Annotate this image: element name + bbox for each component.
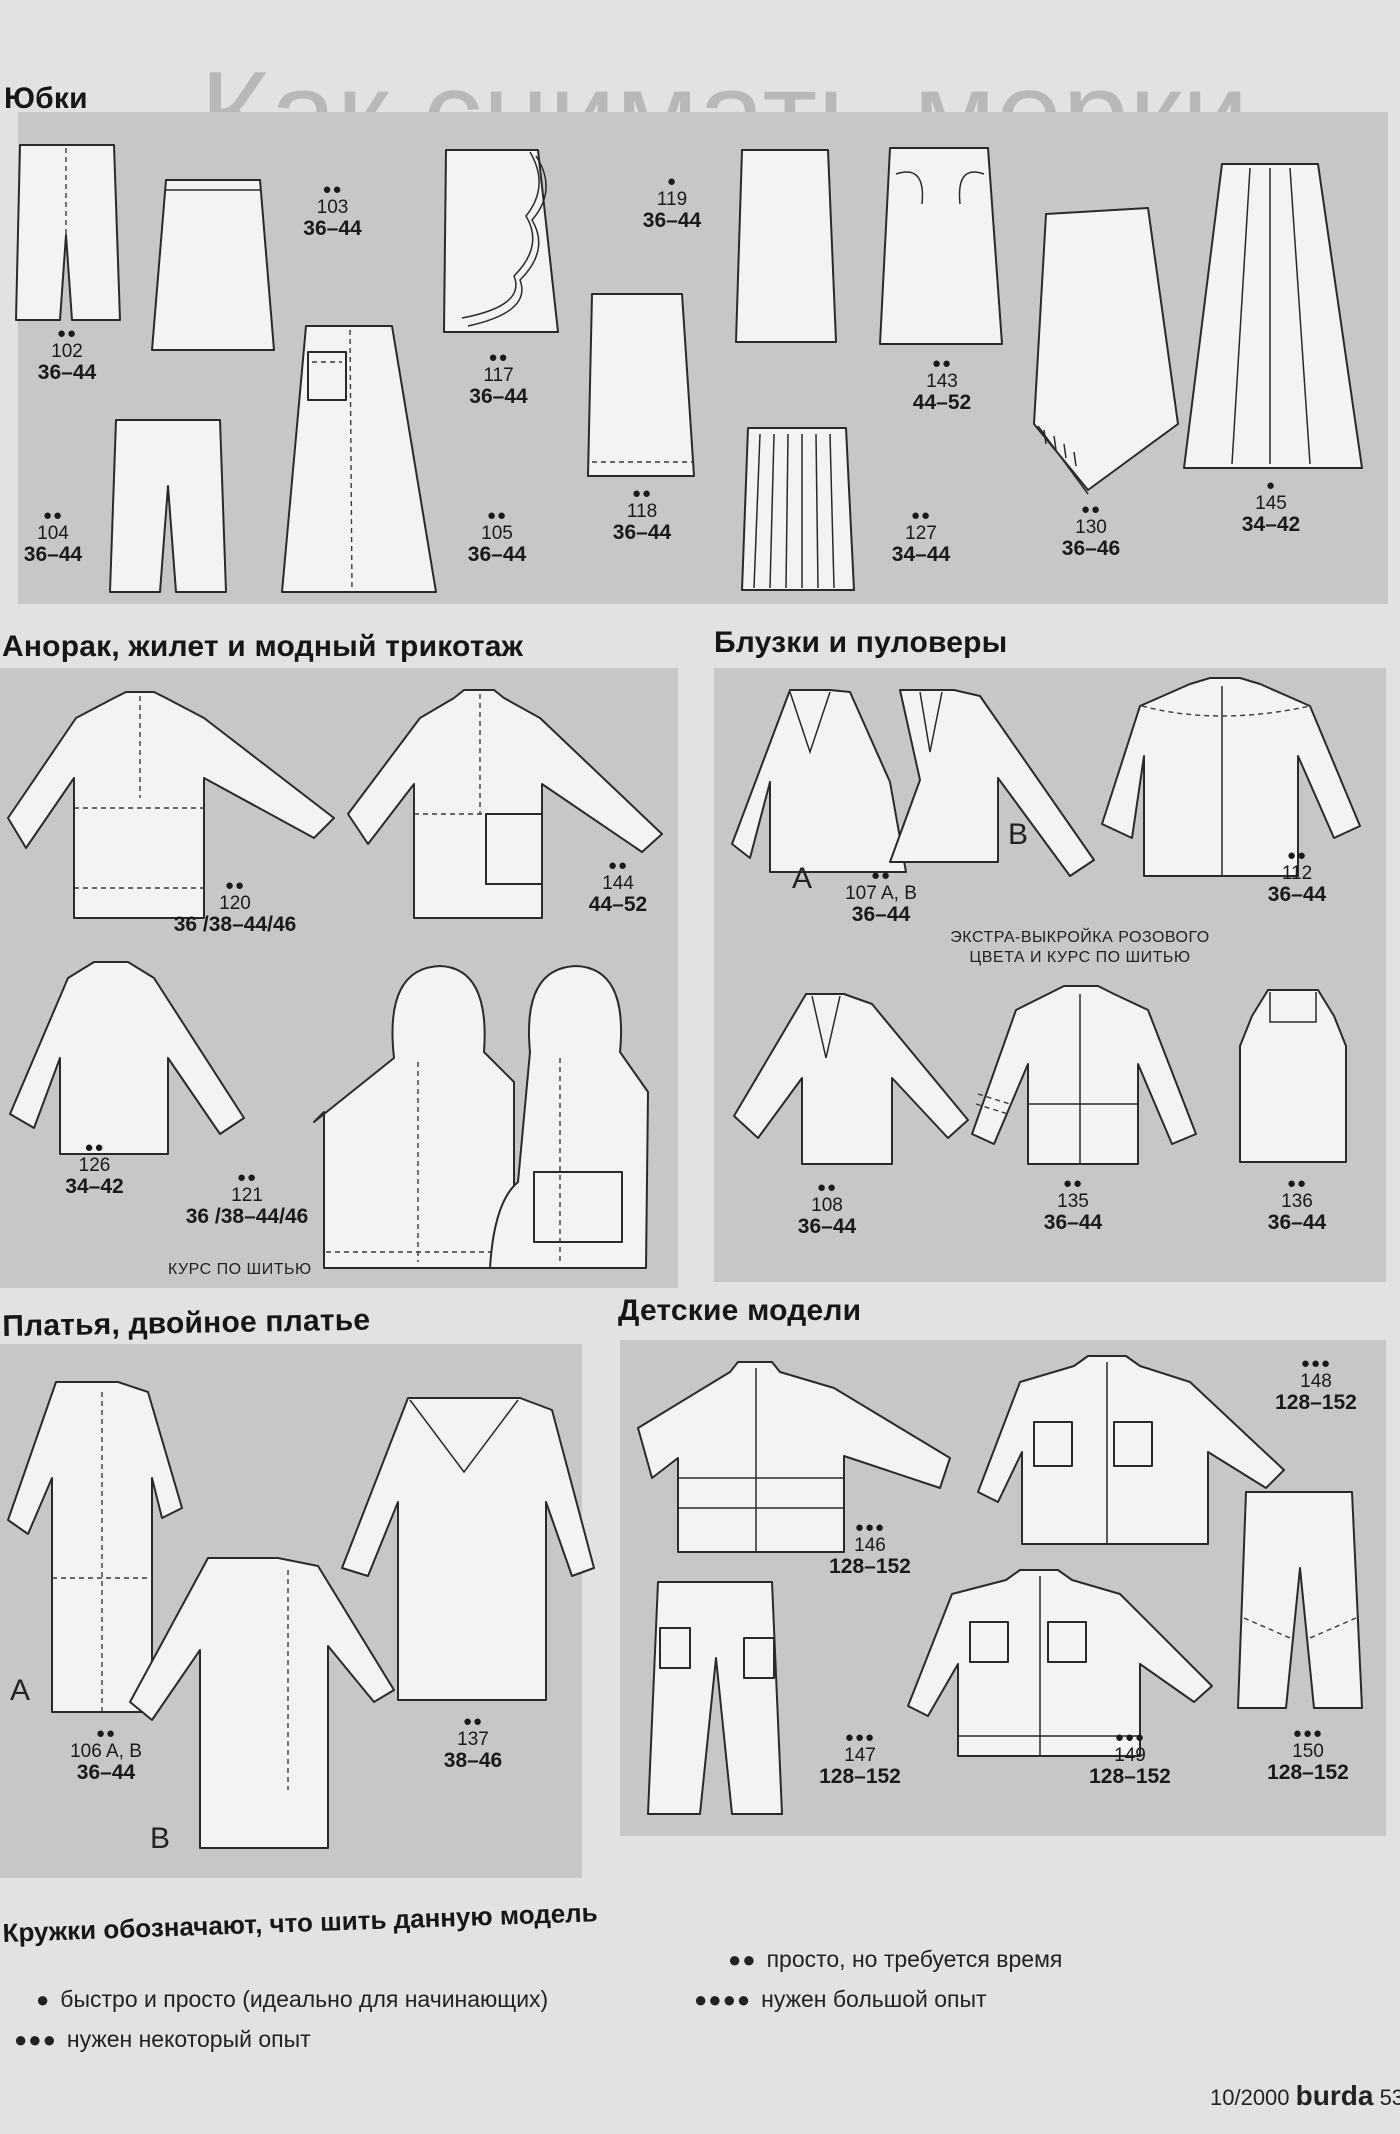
legend-dots-2: ●● (728, 1947, 757, 1972)
section-title-anorak: Анорак, жилет и модный трикотаж (2, 630, 524, 663)
garment-121 (313, 962, 674, 1278)
garment-145 (1180, 158, 1366, 474)
garment-146 (634, 1358, 954, 1558)
extra-pattern-note: ЭКСТРА-ВЫКРОЙКА РОЗОВОГО ЦВЕТА И КУРС ПО… (930, 928, 1230, 968)
garment-107 (730, 682, 1100, 882)
garment-136 (1230, 986, 1356, 1168)
garment-150 (1236, 1488, 1366, 1714)
legend-text-4: нужен большой опыт (761, 1986, 987, 2012)
legend-item-4: ●●●● нужен большой опыт (694, 1986, 987, 2013)
legend-text-1: быстро и просто (идеально для начинающих… (60, 1986, 549, 2012)
section-title-skirts: Юбки (4, 82, 88, 115)
garment-102 (14, 140, 124, 325)
extra-note-line-1: ЭКСТРА-ВЫКРОЙКА РОЗОВОГО (950, 929, 1210, 946)
letter-b-107: B (1008, 818, 1029, 851)
extra-note-line-2: ЦВЕТА И КУРС ПО ШИТЬЮ (969, 949, 1191, 966)
garment-103 (148, 176, 278, 354)
legend-text-2: просто, но требуется время (766, 1946, 1063, 1972)
legend-text-3: нужен некоторый опыт (66, 2026, 311, 2052)
legend-title: Кружки обозначают, что шить данную модел… (2, 1897, 599, 1948)
section-title-kids: Детские модели (618, 1294, 862, 1327)
garment-108 (732, 988, 972, 1168)
letter-b-106: B (150, 1822, 171, 1855)
legend-item-1: ● быстро и просто (идеально для начинающи… (36, 1986, 548, 2013)
garment-143 (876, 144, 1006, 349)
legend-item-3: ●●● нужен некоторый опыт (14, 2026, 311, 2053)
garment-117 (440, 146, 566, 336)
section-title-blouses: Блузки и пуловеры (714, 626, 1008, 659)
garment-147 (646, 1578, 786, 1818)
garment-126 (8, 958, 248, 1158)
garment-120 (4, 688, 344, 928)
course-note: КУРС ПО ШИТЬЮ (168, 1261, 312, 1278)
garment-149 (906, 1566, 1216, 1762)
brand-logo: burda (1295, 2080, 1374, 2111)
garment-105 (280, 322, 440, 597)
garment-137 (338, 1392, 598, 1706)
legend-dots-1: ● (36, 1987, 51, 2012)
letter-a-107: A (792, 862, 813, 895)
garment-112 (1098, 676, 1364, 880)
garment-148 (976, 1352, 1288, 1548)
legend-dots-4: ●●●● (694, 1987, 752, 2012)
page-footer: 10/2000 burda 53 (1210, 2080, 1400, 2112)
garment-130 (1032, 204, 1182, 495)
page-number: 53 (1379, 2085, 1400, 2110)
issue-number: 10/2000 (1210, 2085, 1290, 2110)
letter-a-106: A (10, 1674, 31, 1707)
garment-106-b (128, 1550, 398, 1854)
garment-135 (968, 984, 1200, 1170)
garment-127 (738, 424, 858, 594)
garment-144 (346, 684, 666, 924)
section-title-dresses: Платья, двойное платье (2, 1303, 371, 1343)
legend-item-2: ●● просто, но требуется время (728, 1946, 1062, 1973)
garment-104 (106, 416, 230, 596)
garment-106-a (6, 1378, 186, 1718)
garment-118 (584, 290, 700, 480)
legend-dots-3: ●●● (14, 2027, 57, 2052)
garment-119 (732, 146, 840, 346)
